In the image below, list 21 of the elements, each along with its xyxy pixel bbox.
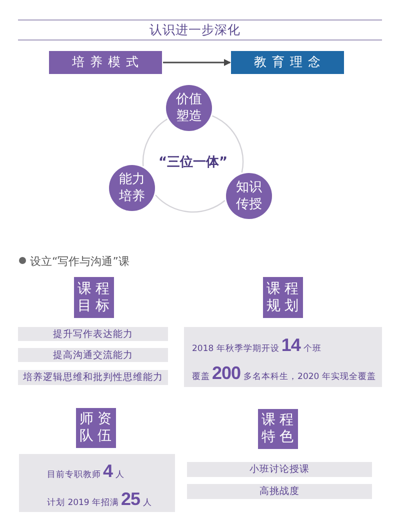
label-bar: 高挑战度 <box>187 484 372 499</box>
label-bar: 小班讨论授课 <box>187 462 372 477</box>
label-bar: 提升写作表达能力 <box>18 327 168 341</box>
topic-circle: 价值塑造 <box>166 85 212 131</box>
section-tag: 师资队伍 <box>76 408 116 448</box>
section-tag: 课程规划 <box>263 277 303 318</box>
bullet-text: 设立“写作与沟通”课 <box>30 255 130 268</box>
info-text: 目前专职教师4人 <box>47 460 126 483</box>
section-heading: 认识进一步深化 <box>150 22 240 37</box>
label-bar: 提高沟通交流能力 <box>18 348 168 362</box>
section-tag: 课程目标 <box>74 277 114 318</box>
topic-circle: 知识传授 <box>226 173 272 219</box>
info-panel <box>19 454 175 512</box>
center-text: “三位一体” <box>158 153 228 171</box>
topic-circle: 能力培养 <box>109 165 155 211</box>
info-panel <box>184 327 382 387</box>
label-bar: 培养逻辑思维和批判性思维能力 <box>18 370 168 385</box>
heading-box: 教育理念 <box>231 51 344 74</box>
section-tag: 课程特色 <box>258 409 298 449</box>
heading-box: 培养模式 <box>49 51 162 74</box>
arrow <box>163 59 231 66</box>
